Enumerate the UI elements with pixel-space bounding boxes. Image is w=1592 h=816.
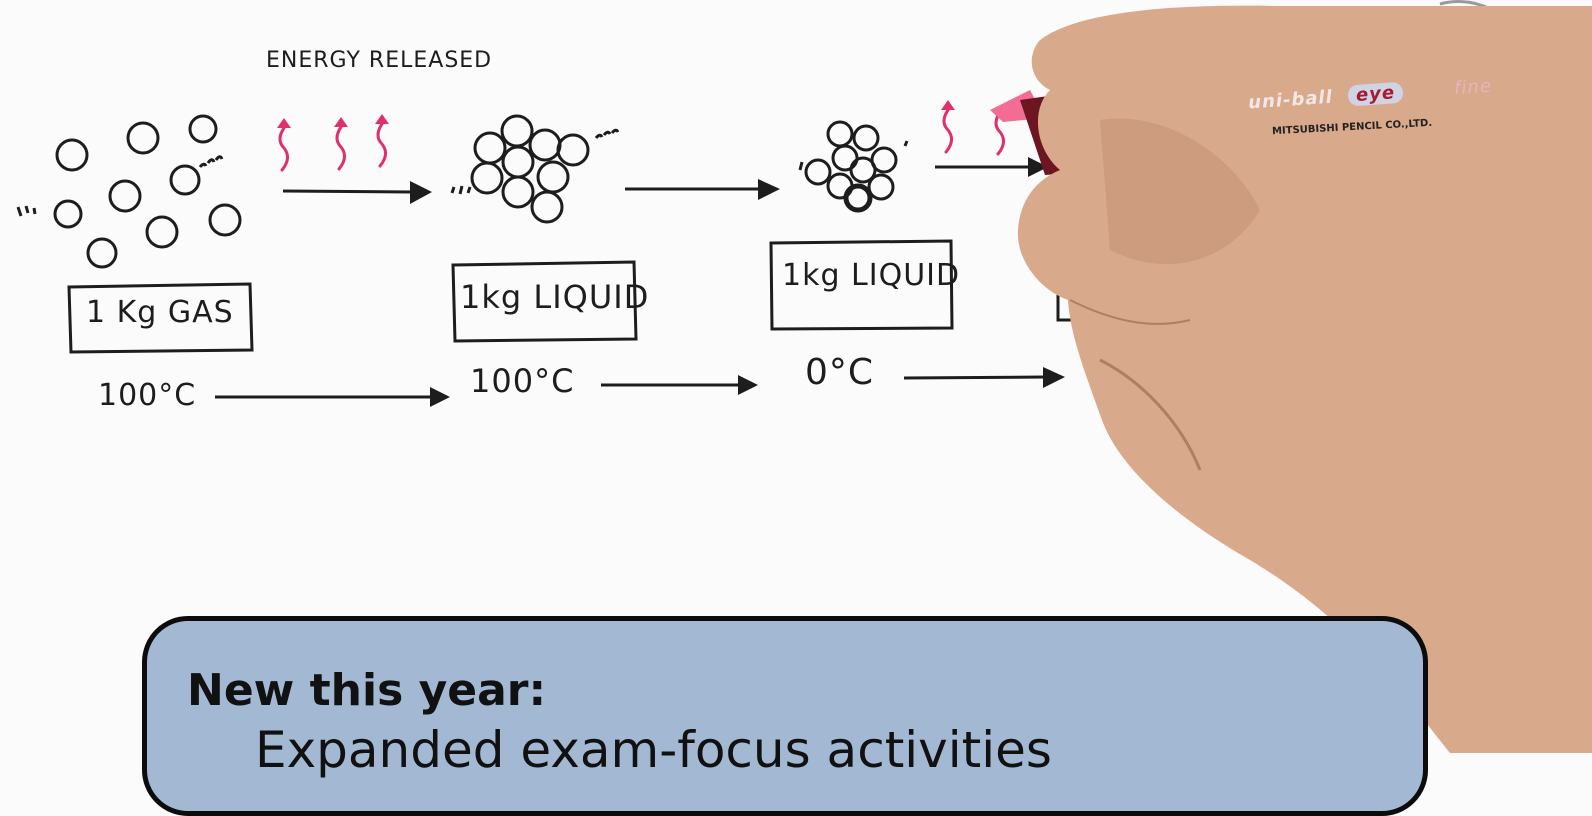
liquid-state-label-2: 1kg LIQUID <box>782 258 961 293</box>
liquid-particles-2 <box>798 120 909 213</box>
hand <box>1017 5 1592 753</box>
temperature-liquid-1: 100°C <box>470 362 575 400</box>
energy-squiggle-tips <box>277 100 955 128</box>
energy-released-label: ENERGY RELEASED <box>266 48 493 73</box>
liquid-state-label-1: 1kg LIQUID <box>460 278 650 316</box>
process-arrows <box>215 157 1065 407</box>
temperature-liquid-2: 0°C <box>805 352 875 393</box>
gas-particles <box>16 114 242 269</box>
caption-line: Expanded exam-focus activities <box>255 721 1052 779</box>
energy-squiggles <box>278 108 1005 172</box>
pen-model: eye <box>1347 81 1404 107</box>
caption-card: New this year: Expanded exam-focus activ… <box>142 616 1428 816</box>
gas-state-label: 1 Kg GAS <box>86 295 234 330</box>
pen-tip-size: fine <box>1453 75 1493 100</box>
liquid-particles-1 <box>450 114 620 224</box>
temperature-gas: 100°C <box>98 378 197 413</box>
caption-heading: New this year: <box>187 665 547 716</box>
